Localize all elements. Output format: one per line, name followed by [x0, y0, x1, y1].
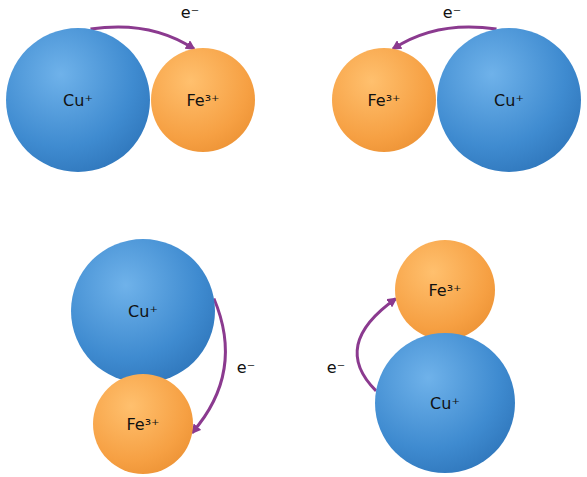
iron-ion-circle: Fe³⁺: [395, 240, 495, 340]
copper-ion-circle: Cu⁺: [437, 28, 581, 172]
iron-ion-circle: Fe³⁺: [332, 48, 436, 152]
ion-label: Cu⁺: [63, 91, 93, 110]
ion-label: Cu⁺: [430, 394, 460, 413]
electron-label: e⁻: [441, 3, 463, 22]
electron-label: e⁻: [325, 358, 347, 377]
electron-label: e⁻: [179, 3, 201, 22]
copper-ion-circle: Cu⁺: [6, 28, 150, 172]
ion-label: Fe³⁺: [126, 415, 159, 434]
copper-ion-circle: Cu⁺: [375, 333, 515, 473]
iron-ion-circle: Fe³⁺: [93, 374, 193, 474]
electron-label: e⁻: [235, 358, 257, 377]
iron-ion-circle: Fe³⁺: [151, 48, 255, 152]
ion-label: Fe³⁺: [428, 281, 461, 300]
ion-label: Fe³⁺: [367, 91, 400, 110]
ion-label: Cu⁺: [494, 91, 524, 110]
copper-ion-circle: Cu⁺: [71, 239, 215, 383]
ion-label: Fe³⁺: [186, 91, 219, 110]
ion-label: Cu⁺: [128, 302, 158, 321]
